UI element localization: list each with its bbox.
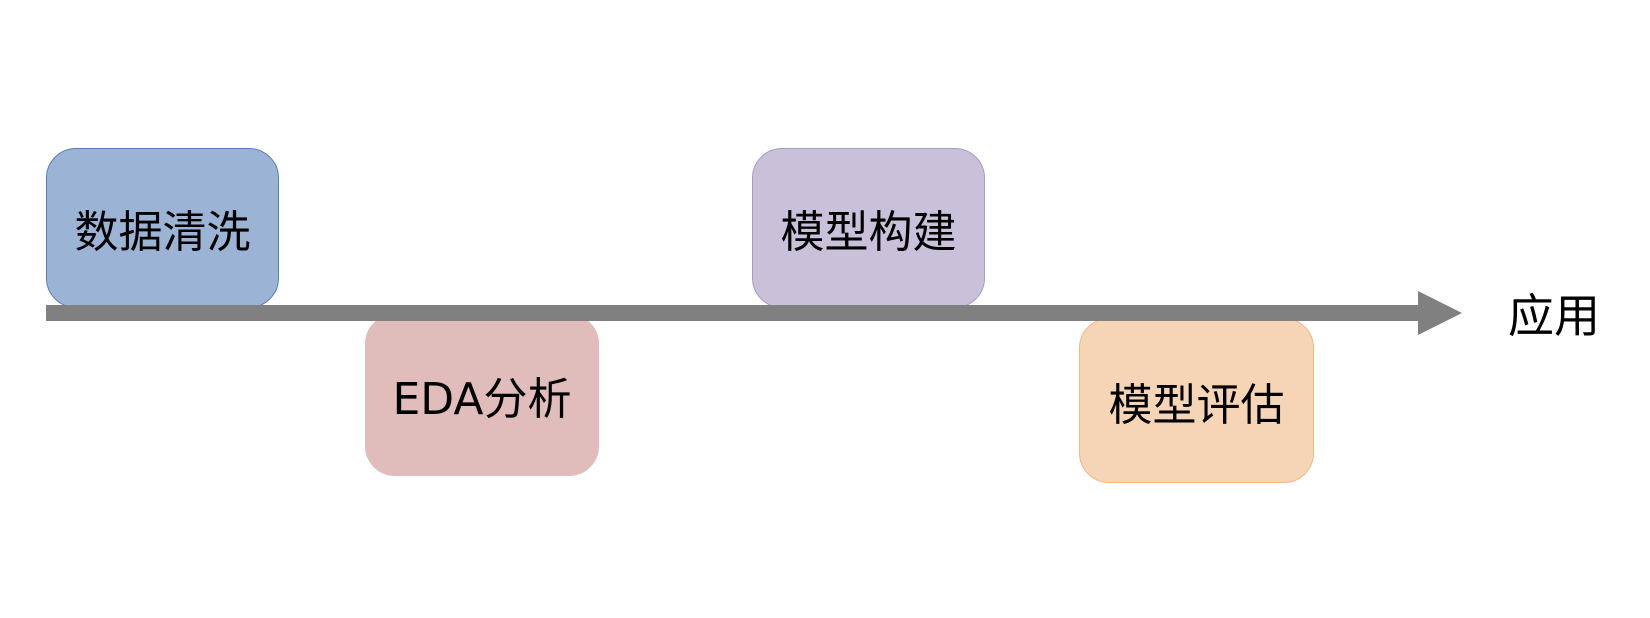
stage-data-cleaning: 数据清洗 — [46, 148, 279, 308]
stage-label: 模型构建 — [780, 207, 957, 258]
stage-label: 数据清洗 — [74, 207, 251, 258]
stage-label: 模型评估 — [1108, 379, 1285, 431]
timeline-end-label: 应用 — [1508, 289, 1600, 343]
stage-model-evaluation: 模型评估 — [1079, 318, 1314, 483]
stage-label: EDA分析 — [392, 374, 572, 425]
arrowhead-icon — [1418, 291, 1462, 335]
stage-eda-analysis: EDA分析 — [365, 314, 599, 476]
timeline-axis — [46, 305, 1420, 321]
stage-model-building: 模型构建 — [752, 148, 985, 308]
